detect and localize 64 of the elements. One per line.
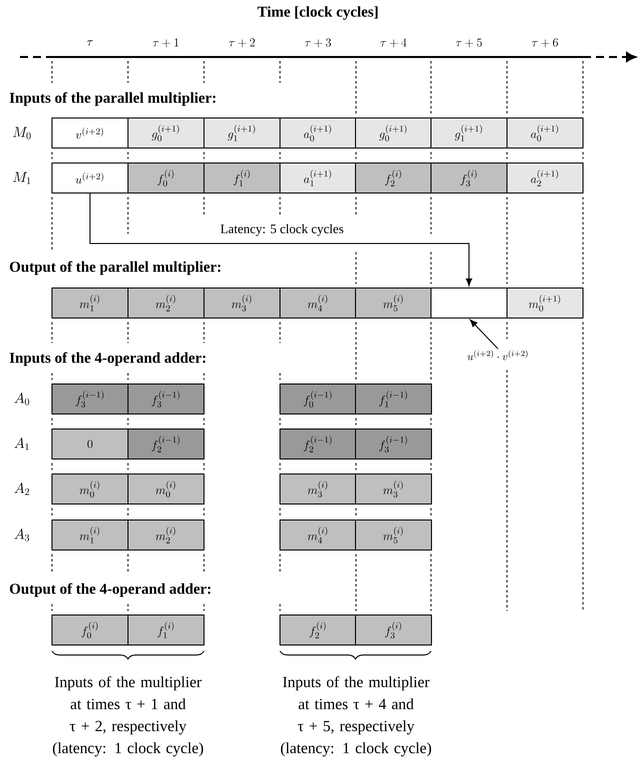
data-cell: $f_2^{(i)}$ xyxy=(280,614,356,646)
title: Time [clock cycles] xyxy=(258,6,378,20)
tick-label: $\tau + 6$ xyxy=(532,38,558,48)
data-cell: $f_3^{(i)}$ xyxy=(430,162,508,194)
brace-caption: Inputs of the multiplier at times τ + 1 and τ + 2, respectively (latency: 1 clock cycle) xyxy=(52,676,204,756)
data-cell: $f_2^{(i)}$ xyxy=(355,162,432,194)
data-cell: $a_1^{(i+1)}$ xyxy=(280,162,356,194)
tick-label: $\tau + 5$ xyxy=(456,38,482,48)
data-cell: $m_2^{(i)}$ xyxy=(128,520,204,550)
row-label: $M_1$ xyxy=(13,172,30,184)
section-heading: Inputs of the 4-operand adder: xyxy=(10,352,206,366)
data-cell: $f_1^{(i)}$ xyxy=(204,162,280,194)
row-label: $A_1$ xyxy=(14,438,29,450)
data-cell: $f_0^{(i-1)}$ xyxy=(280,384,356,414)
data-cell: $u^{(i+2)}$ xyxy=(52,162,128,194)
data-cell: $m_0^{(i)}$ xyxy=(128,474,204,504)
data-cell: $0$ xyxy=(52,428,128,460)
row-label: $M_0$ xyxy=(13,127,31,140)
data-cell: $a_2^{(i+1)}$ xyxy=(506,162,584,194)
tick-label: $\tau + 3$ xyxy=(304,38,331,48)
data-cell: $m_4^{(i)}$ xyxy=(280,288,356,318)
data-cell: $f_0^{(i)}$ xyxy=(128,162,204,194)
data-cell: $a_0^{(i+1)}$ xyxy=(280,118,356,148)
tick-label: $\tau$ xyxy=(87,40,93,46)
data-cell: $m_0^{(i+1)}$ xyxy=(506,288,584,318)
data-cell: $f_1^{(i-1)}$ xyxy=(355,384,432,414)
brace-caption: Inputs of the multiplier at times τ + 4 and τ + 5, respectively (latency: 1 clock cycle) xyxy=(280,676,432,756)
data-cell: $m_3^{(i)}$ xyxy=(355,474,432,504)
data-cell: $v^{(i+2)}$ xyxy=(52,118,128,148)
tick-label: $\tau + 2$ xyxy=(228,38,255,48)
data-cell: $f_3^{(i)}$ xyxy=(355,614,432,646)
data-cell: $m_0^{(i)}$ xyxy=(52,474,128,504)
data-cell: $m_3^{(i)}$ xyxy=(280,474,356,504)
edge-label: Latency: 5 clock cycles xyxy=(219,223,345,237)
row-label: $A_2$ xyxy=(14,482,30,495)
data-cell: $m_1^{(i)}$ xyxy=(52,288,128,318)
tick-label: $\tau + 1$ xyxy=(152,38,178,48)
data-cell: $f_0^{(i)}$ xyxy=(52,614,128,646)
arrow xyxy=(470,319,498,350)
data-cell: $m_4^{(i)}$ xyxy=(280,520,356,550)
data-cell: $a_0^{(i+1)}$ xyxy=(506,118,584,148)
data-cell: $f_3^{(i-1)}$ xyxy=(52,384,128,414)
data-cell: $g_0^{(i+1)}$ xyxy=(355,118,432,148)
data-cell: $f_3^{(i-1)}$ xyxy=(355,428,432,460)
data-cell: $g_1^{(i+1)}$ xyxy=(204,118,280,148)
section-heading: Output of the parallel multiplier: xyxy=(10,261,220,275)
data-cell: $g_1^{(i+1)}$ xyxy=(430,118,508,148)
data-cell: $m_5^{(i)}$ xyxy=(355,520,432,550)
data-cell: $m_1^{(i)}$ xyxy=(52,520,128,550)
data-cell: $m_3^{(i)}$ xyxy=(204,288,280,318)
data-cell: $f_3^{(i-1)}$ xyxy=(128,384,204,414)
data-cell: $f_2^{(i-1)}$ xyxy=(280,428,356,460)
data-cell: $f_2^{(i-1)}$ xyxy=(128,428,204,460)
tick-label: $\tau + 4$ xyxy=(380,38,407,48)
arrow xyxy=(90,193,472,286)
row-label: $A_0$ xyxy=(14,392,30,406)
product-label: $u^{(i+2)} \cdot v^{(i+2)}$ xyxy=(468,350,528,360)
data-cell: $m_2^{(i)}$ xyxy=(128,288,204,318)
data-cell: $f_1^{(i)}$ xyxy=(128,614,204,646)
data-cell: $g_0^{(i+1)}$ xyxy=(128,118,204,148)
section-heading: Output of the 4-operand adder: xyxy=(10,583,210,597)
section-heading: Inputs of the parallel multiplier: xyxy=(10,92,216,106)
data-cell: $m_5^{(i)}$ xyxy=(355,288,432,318)
row-label: $A_3$ xyxy=(14,528,30,542)
